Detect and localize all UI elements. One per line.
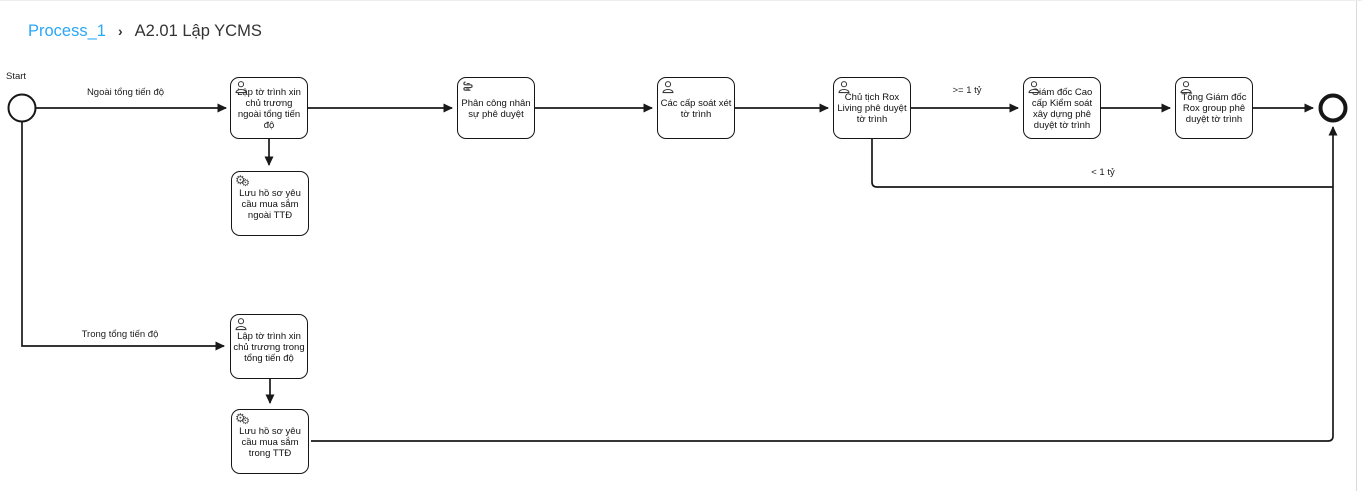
task-label: Tổng Giám đốc Rox group phê duyệt tờ trì… [1181, 92, 1247, 125]
task-lap-to-trinh-trong-ttd[interactable]: Lập tờ trình xin chủ trương trong tổng t… [230, 314, 308, 379]
user-icon [234, 317, 248, 331]
task-giam-doc-kiem-soat-phe-duyet[interactable]: Giám đốc Cao cấp Kiểm soát xây dựng phê … [1023, 77, 1101, 139]
task-luu-ho-so-trong-ttd[interactable]: ⚙ ⚙ Lưu hồ sơ yêu cầu mua sắm trong TTĐ [231, 409, 309, 474]
task-cac-cap-soat-xet[interactable]: Các cấp soát xét tờ trình [657, 77, 735, 139]
breadcrumb-chevron-icon: › [117, 22, 123, 39]
flow-chu-tich-lt-1ty [871, 139, 1333, 188]
service-gears-icon: ⚙ ⚙ [235, 411, 250, 427]
task-lap-to-trinh-ngoai-ttd[interactable]: Lập tờ trình xin chủ trương ngoài tổng t… [230, 77, 308, 139]
flow-label-trong-tong-tien-do: Trong tổng tiến độ [81, 329, 159, 340]
task-chu-tich-rox-living-phe-duyet[interactable]: Chủ tịch Rox Living phê duyệt tờ trình [833, 77, 911, 139]
task-phan-cong-nhan-su[interactable]: Phân công nhân sự phê duyệt [457, 77, 535, 139]
task-label: Lập tờ trình xin chủ trương trong tổng t… [233, 330, 305, 364]
task-label: Lưu hồ sơ yêu cầu mua sắm ngoài TTĐ [239, 187, 301, 221]
user-icon [1179, 80, 1193, 94]
flow-luu-trong-to-end [311, 126, 1338, 442]
user-icon [661, 80, 675, 94]
user-icon [234, 80, 248, 94]
user-icon [1027, 80, 1041, 94]
task-label: Lập tờ trình xin chủ trương ngoài tổng t… [237, 86, 301, 131]
start-event[interactable] [7, 93, 37, 123]
breadcrumb-current-title: A2.01 Lập YCMS [134, 22, 262, 40]
flow-label-ngoai-tong-tien-do: Ngoài tổng tiến độ [86, 87, 165, 98]
task-label: Các cấp soát xét tờ trình [660, 97, 732, 120]
task-label: Giám đốc Cao cấp Kiểm soát xây dựng phê … [1031, 86, 1093, 131]
panel-right-border [1356, 1, 1357, 491]
flow-start-to-lap-trong [21, 122, 225, 351]
task-label: Lưu hồ sơ yêu cầu mua sắm trong TTĐ [239, 425, 301, 459]
flow-label-lt-1-ty: < 1 tỷ [1091, 167, 1115, 178]
task-luu-ho-so-ngoai-ttd[interactable]: ⚙ ⚙ Lưu hồ sơ yêu cầu mua sắm ngoài TTĐ [231, 171, 309, 236]
task-label: Chủ tịch Rox Living phê duyệt tờ trình [837, 92, 907, 125]
end-event[interactable] [1318, 93, 1348, 123]
task-label: Phân công nhân sự phê duyệt [461, 97, 531, 120]
start-event-label: Start [6, 71, 27, 82]
service-gears-icon: ⚙ ⚙ [235, 173, 250, 189]
task-tong-giam-doc-rox-group-phe-duyet[interactable]: Tổng Giám đốc Rox group phê duyệt tờ trì… [1175, 77, 1253, 139]
breadcrumb: Process_1 › A2.01 Lập YCMS [28, 22, 262, 41]
breadcrumb-process-link[interactable]: Process_1 [28, 22, 106, 40]
script-icon [461, 80, 475, 94]
sequence-flows [21, 103, 1338, 442]
user-icon [837, 80, 851, 94]
flow-label-gte-1-ty: >= 1 tỷ [952, 85, 982, 96]
